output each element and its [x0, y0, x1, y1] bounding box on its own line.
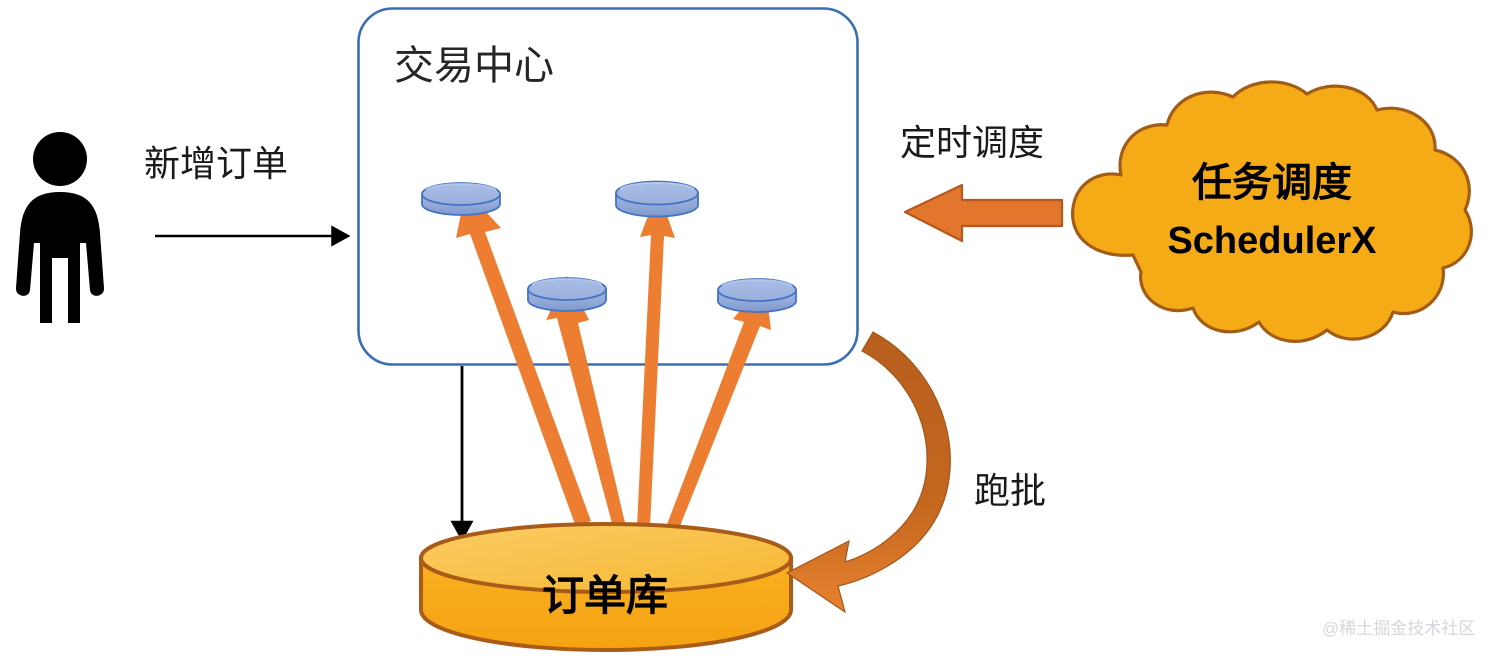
order-database-cylinder: [419, 522, 793, 652]
trade-center-box: [357, 7, 859, 366]
scheduler-cloud-title: 任务调度: [1192, 161, 1352, 205]
trade-center-title: 交易中心: [394, 44, 554, 88]
arrow-timed-schedule: [903, 183, 1064, 243]
label-new-order: 新增订单: [144, 143, 289, 184]
person-icon: [15, 132, 105, 323]
service-cylinder-3: [527, 277, 607, 312]
batch-feed-arrows: [456, 190, 771, 531]
label-batch-run: 跑批: [974, 470, 1047, 511]
order-database-label: 订单库: [541, 572, 668, 619]
scheduler-cloud-subtitle: SchedulerX: [1167, 220, 1377, 262]
service-cylinder-4: [717, 278, 797, 313]
watermark: @稀土掘金技术社区: [1322, 619, 1476, 638]
arrow-batch-run: [785, 331, 951, 614]
label-timed-schedule: 定时调度: [900, 122, 1045, 163]
scheduler-cloud-icon: [1071, 80, 1473, 343]
service-cylinder-2: [615, 180, 699, 218]
service-cylinder-1: [421, 182, 501, 216]
